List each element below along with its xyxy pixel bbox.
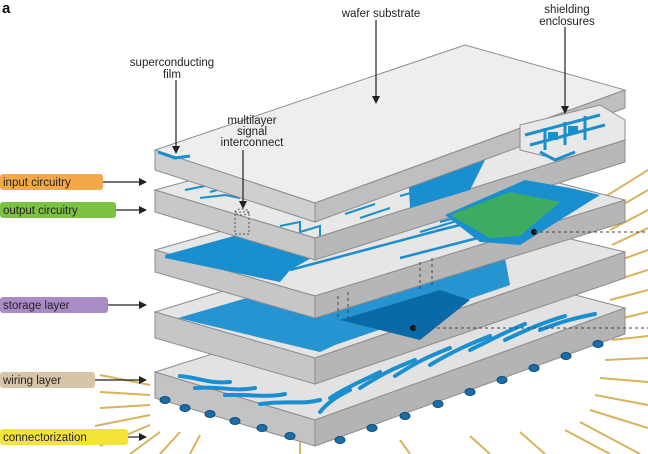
panel-letter: a	[2, 0, 11, 17]
wafer-substrate-label: wafer substrate	[341, 8, 421, 20]
layer-label-connectorization-text: connectorization	[3, 432, 87, 444]
layer-label-input-box	[0, 174, 103, 190]
layer-label-storage-text: storage layer	[3, 300, 70, 312]
layer-label-output-box	[0, 202, 116, 218]
layer-label-storage-box	[0, 297, 108, 313]
superconducting-label-line2: film	[163, 69, 181, 81]
shielding-label-line2: enclosures	[539, 16, 595, 28]
layer-label-connectorization-box	[0, 429, 128, 445]
dashed-guides	[337, 231, 648, 329]
layer-label-wiring-text: wiring layer	[2, 375, 61, 387]
callout-arrows	[95, 20, 569, 441]
layer-label-output: output circuitry	[0, 202, 116, 218]
superconducting-label-line1: superconducting	[130, 57, 214, 69]
shielding-label-line1: shielding	[544, 4, 589, 16]
layer-label-connectorization: connectorization	[0, 429, 128, 445]
shielding-enclosure	[519, 104, 626, 162]
layer-label-wiring-box	[0, 372, 95, 388]
multilayer-label-line1: multilayer	[227, 115, 276, 127]
layer-label-storage: storage layer	[0, 297, 108, 313]
multilayer-label-line3: interconnect	[221, 137, 284, 149]
layer-label-wiring: wiring layer	[0, 372, 95, 388]
layer-label-input: input circuitry	[0, 174, 103, 190]
layer-label-input-text: input circuitry	[3, 177, 71, 189]
layer-label-output-text: output circuitry	[3, 205, 78, 217]
multilayer-label-line2: signal	[237, 126, 267, 138]
